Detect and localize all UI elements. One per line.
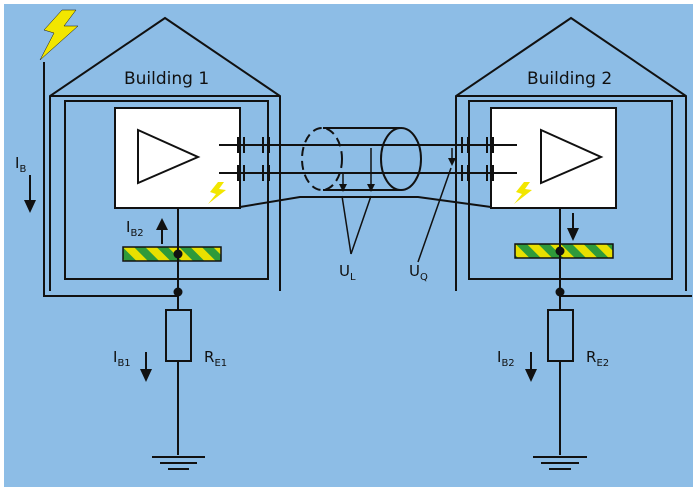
junction-node xyxy=(173,287,183,297)
label-re2: RE2 xyxy=(586,348,609,369)
building-2 xyxy=(455,16,687,291)
current-arrow-icon xyxy=(339,174,347,192)
ground-icon xyxy=(533,456,587,470)
junction-node xyxy=(173,249,183,259)
resistor-re1 xyxy=(165,309,192,362)
earth-bar-1 xyxy=(122,246,222,262)
ground-icon xyxy=(152,456,205,470)
label-ib2-left: IB2 xyxy=(126,218,144,239)
lightning-conductor-left xyxy=(43,62,178,297)
label-ib1: IB1 xyxy=(113,348,131,369)
current-arrow-icon xyxy=(140,352,152,382)
current-arrow-icon xyxy=(156,218,168,244)
current-arrow-icon xyxy=(525,352,537,382)
amplifier-icon xyxy=(540,128,604,185)
junction-node xyxy=(555,246,565,256)
lightning-icon xyxy=(208,182,226,204)
label-leaders xyxy=(341,167,452,263)
current-arrow-icon xyxy=(567,213,579,241)
label-re1: RE1 xyxy=(204,348,227,369)
label-ul: UL xyxy=(339,262,356,283)
building-2-name: Building 2 xyxy=(527,69,612,89)
junction-node xyxy=(555,287,565,297)
building-2-inner-room xyxy=(468,100,673,280)
building-1-inner-room xyxy=(64,100,269,280)
building-2-outline xyxy=(455,16,687,291)
label-uq: UQ xyxy=(409,262,428,283)
building-1-outline xyxy=(49,16,281,291)
lightning-icon xyxy=(39,9,79,61)
coupling-capacitors-left xyxy=(237,137,270,181)
building-1-name: Building 1 xyxy=(124,69,209,89)
cable-cylinder xyxy=(301,127,422,191)
lightning-icon xyxy=(514,182,532,204)
resistor-re2 xyxy=(547,309,574,362)
current-arrow-icon xyxy=(367,148,375,192)
coupling-capacitors-right xyxy=(461,137,494,181)
label-ib2-right: IB2 xyxy=(497,348,515,369)
label-ib: IB xyxy=(15,154,26,175)
current-arrow-icon xyxy=(24,175,36,213)
current-arrow-icon xyxy=(448,148,456,166)
amplifier-icon xyxy=(137,128,201,185)
building-1 xyxy=(49,16,281,291)
